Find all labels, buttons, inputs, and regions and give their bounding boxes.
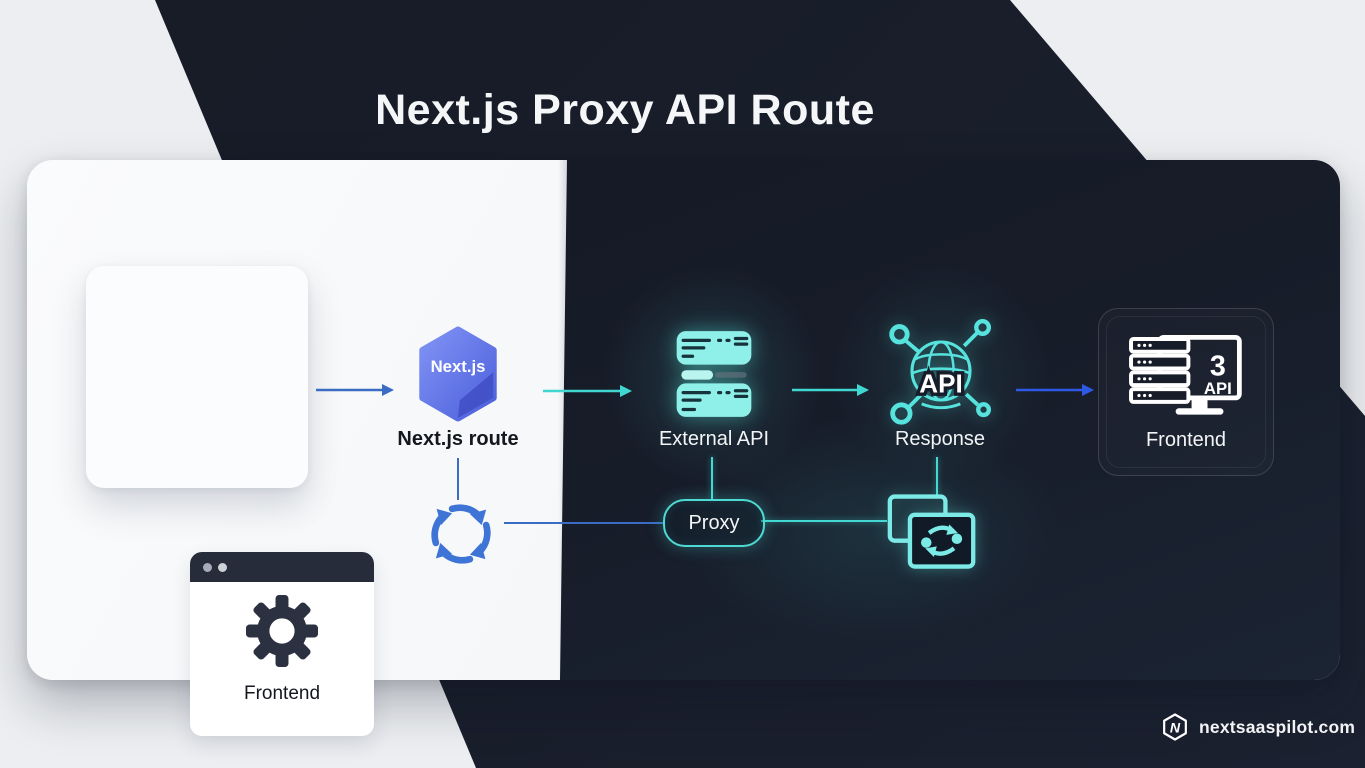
window-dot-icon xyxy=(203,563,212,572)
globe-network-icon: API xyxy=(889,319,992,425)
node-frontend-start: Frontend xyxy=(86,266,374,736)
line-response-to-sync xyxy=(936,457,938,497)
node-frontend-end-inner: 3 API Frontend xyxy=(1106,316,1266,468)
node-label: Response xyxy=(894,428,986,450)
line-external-to-proxy xyxy=(711,457,713,499)
hexagon-n-logo-icon: N xyxy=(1163,713,1187,741)
footer-domain: nextsaaspilot.com xyxy=(1199,716,1356,737)
proxy-pill: Proxy xyxy=(663,499,765,547)
window-dot-icon xyxy=(218,563,227,572)
sync-windows-icon xyxy=(887,494,976,569)
proxy-label: Proxy xyxy=(688,511,740,534)
nextjs-badge-text: Next.js xyxy=(431,357,486,376)
arrow-nextjs-to-external xyxy=(543,385,632,397)
browser-body: Frontend xyxy=(190,582,374,736)
node-label: External API xyxy=(658,428,770,450)
page-title: Next.js Proxy API Route xyxy=(375,86,875,134)
gear-icon xyxy=(246,595,318,667)
browser-titlebar xyxy=(190,552,374,582)
server-stack-icon xyxy=(676,331,752,417)
node-label: Frontend xyxy=(1145,429,1227,451)
node-label: Frontend xyxy=(243,683,321,704)
browser-window-icon: Frontend xyxy=(190,552,374,736)
count-badge-text: 3 xyxy=(1210,351,1226,383)
monitor-server-icon: 3 API xyxy=(1129,334,1242,415)
api-badge-text: API xyxy=(919,368,962,398)
node-label: Next.js route xyxy=(397,428,519,450)
cycle-arrows-icon xyxy=(431,504,491,564)
line-proxy-to-sync xyxy=(761,520,887,522)
arrow-response-to-frontend xyxy=(1016,384,1094,396)
nextjs-hexagon-icon: Next.js xyxy=(419,326,497,422)
panel-split-seam xyxy=(558,160,567,680)
svg-text:N: N xyxy=(1170,720,1181,736)
line-nextjs-to-cycle xyxy=(457,458,459,500)
footer-brand: N nextsaaspilot.com xyxy=(1160,712,1355,742)
line-cycle-to-proxy xyxy=(504,522,663,524)
arrow-frontend-to-nextjs xyxy=(316,384,394,396)
api-badge-text: API xyxy=(1204,379,1232,398)
panel-dark-half xyxy=(560,160,1340,680)
node-frontend-end: 3 API Frontend xyxy=(1098,308,1274,476)
arrow-external-to-response xyxy=(792,384,869,396)
